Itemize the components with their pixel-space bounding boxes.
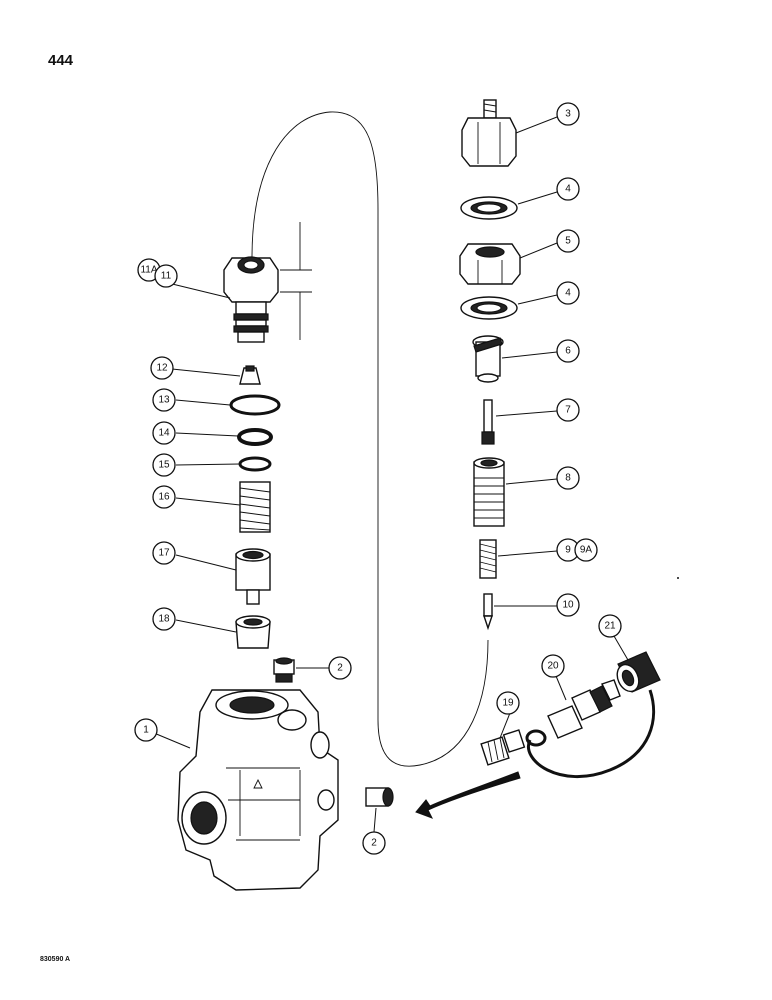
connection-line	[251, 111, 489, 767]
callout-2-upper: 2	[328, 656, 352, 680]
svg-text:10: 10	[562, 600, 574, 611]
callout-13: 13	[152, 388, 176, 412]
callout-17: 17	[152, 541, 176, 565]
callout-4-upper: 4	[556, 177, 580, 201]
callout-19: 19	[496, 691, 520, 715]
svg-text:14: 14	[158, 428, 170, 439]
part-19-adapter	[480, 729, 526, 766]
svg-text:7: 7	[565, 405, 571, 416]
part-18-plug	[235, 615, 271, 649]
svg-text:2: 2	[337, 663, 343, 674]
part-2-plug-upper	[273, 657, 295, 683]
callout-20: 20	[541, 654, 565, 678]
svg-text:3: 3	[565, 109, 571, 120]
page-number: 444	[48, 52, 74, 69]
callout-9A: 9A	[574, 538, 598, 562]
svg-text:21: 21	[604, 621, 616, 632]
part-13-o-ring	[229, 394, 281, 416]
figure-code: 830590 A	[40, 956, 71, 963]
callout-21: 21	[598, 614, 622, 638]
svg-text:18: 18	[158, 614, 170, 625]
part-12-seat	[239, 365, 261, 385]
part-4-lock-washer-lower	[460, 296, 518, 320]
callout-12: 12	[150, 356, 174, 380]
callout-15: 15	[152, 453, 176, 477]
part-8-sleeve	[473, 457, 505, 527]
callout-6: 6	[556, 339, 580, 363]
callout-2-lower: 2	[362, 831, 386, 855]
svg-text:12: 12	[156, 363, 168, 374]
svg-text:13: 13	[158, 395, 170, 406]
svg-text:11: 11	[161, 271, 172, 282]
svg-text:16: 16	[158, 492, 170, 503]
callout-16: 16	[152, 485, 176, 509]
part-16-spring	[239, 481, 271, 533]
part-2-plug-side	[365, 787, 394, 807]
part-6-adjusting-screw	[472, 335, 504, 383]
svg-text:6: 6	[565, 346, 571, 357]
svg-text:4: 4	[565, 288, 571, 299]
svg-text:19: 19	[502, 698, 514, 709]
svg-text:4: 4	[565, 184, 571, 195]
leader-lines	[153, 116, 629, 833]
part-9-spring	[479, 539, 497, 579]
callout-18: 18	[152, 607, 176, 631]
part-11-valve-cartridge	[223, 222, 312, 343]
callout-10: 10	[556, 593, 580, 617]
svg-text:20: 20	[547, 661, 559, 672]
callout-8: 8	[556, 466, 580, 490]
svg-text:1: 1	[143, 725, 149, 736]
svg-text:9: 9	[565, 545, 571, 556]
part-4-lock-washer-upper	[460, 196, 518, 220]
svg-text:17: 17	[158, 548, 170, 559]
callout-3: 3	[556, 102, 580, 126]
install-direction-arrow	[415, 771, 521, 819]
strap-loop	[525, 729, 547, 747]
part-15-o-ring	[238, 456, 272, 472]
svg-text:5: 5	[565, 236, 571, 247]
svg-text:2: 2	[371, 838, 377, 849]
part-17-poppet	[235, 548, 271, 605]
callout-14: 14	[152, 421, 176, 445]
callout-7: 7	[556, 398, 580, 422]
callout-4-lower: 4	[556, 281, 580, 305]
part-20-quick-coupler	[547, 679, 621, 739]
svg-text:15: 15	[158, 460, 170, 471]
part-14-backup-ring	[237, 428, 273, 446]
part-3-fitting	[461, 99, 517, 167]
part-21-cap-strap	[527, 689, 656, 779]
callout-1: 1	[134, 718, 158, 742]
callout-11: 11	[154, 264, 178, 288]
part-21-dust-cap	[616, 651, 661, 693]
part-7-pin	[481, 399, 495, 445]
part-10-needle	[483, 593, 493, 631]
callout-5: 5	[556, 229, 580, 253]
svg-text:8: 8	[565, 473, 571, 484]
svg-text:9A: 9A	[580, 545, 593, 556]
part-5-nut	[459, 243, 521, 285]
part-1-valve-body	[177, 689, 339, 891]
svg-text:11A: 11A	[140, 265, 157, 276]
